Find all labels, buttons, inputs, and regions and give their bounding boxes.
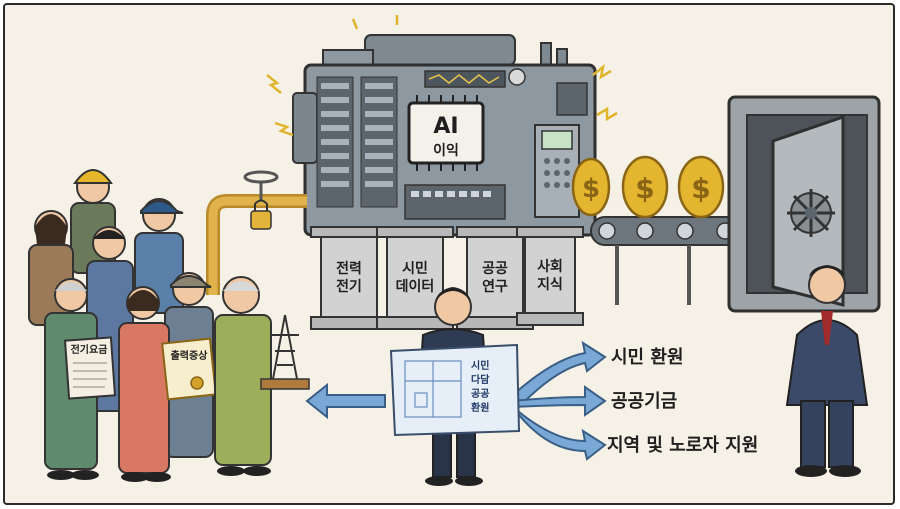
pillars: 전력 전기 시민 데이터 공공 연구 사회 지식 [310, 226, 584, 330]
seal-icon [190, 376, 204, 390]
arrow-labels: 시민 환원 공공기금 지역 및 노로자 지원 [607, 346, 758, 456]
old-man-tower [214, 276, 272, 476]
pillar-label: 연구 [482, 279, 508, 295]
blueprint-line: 공공 [471, 388, 489, 400]
bank-vault [727, 95, 881, 313]
svg-text:$: $ [582, 174, 600, 204]
pillar-label: 지식 [537, 277, 563, 293]
dollar-coin-icon: $ [571, 157, 611, 217]
pillar-public-research: 공공 연구 [456, 226, 534, 330]
power-tower-icon [260, 314, 310, 390]
svg-text:$: $ [691, 172, 710, 205]
pillar-label: 사회 [537, 259, 563, 275]
valve-pipe [206, 170, 307, 295]
lock-icon [250, 210, 272, 230]
pillar-label: 전기 [336, 278, 362, 295]
illustration: AI 이익 [28, 15, 881, 486]
arrows [305, 340, 607, 461]
arrow-up-right-icon [511, 340, 607, 405]
arrow-label-public-fund: 공공기금 [611, 391, 677, 412]
pillar-label: 시민 [402, 260, 428, 277]
blueprint-line: 환원 [471, 401, 489, 414]
pillar-citizen-data: 시민 데이터 [376, 226, 454, 330]
blueprint: 시민 다담 공공 환원 [389, 343, 521, 437]
blueprint-line: 다담 [471, 373, 490, 386]
pillar-label: 전력 [336, 260, 362, 277]
sign-text-electricity: 전기요금 [71, 343, 108, 356]
chip-subtitle: 이익 [433, 142, 459, 159]
center-official: 시민 다담 공공 환원 [389, 287, 521, 486]
certificate-sign: 출력증상 [161, 337, 217, 401]
woman-glasses [118, 286, 171, 482]
arrow-label-citizen: 시민 환원 [611, 346, 684, 368]
arrow-label-regional-support: 지역 및 노로자 지원 [607, 435, 758, 456]
illustration-frame: AI 이익 [3, 3, 895, 505]
spark-marks [266, 15, 618, 137]
pillar-label: 데이터 [396, 278, 435, 295]
sign-text-certificate: 출력증상 [171, 349, 209, 362]
blueprint-line: 시민 [471, 359, 489, 372]
arrow-left-icon [305, 382, 386, 420]
pillar-label: 공공 [482, 261, 508, 277]
arrow-right-icon [512, 385, 607, 417]
citizen-crowd: 전기요금 출력증상 [28, 169, 310, 482]
arrow-down-right-icon [512, 406, 607, 461]
pillar-power: 전력 전기 [310, 226, 388, 330]
chip-title: AI [433, 114, 458, 139]
protest-sign-electricity: 전기요금 [63, 336, 117, 400]
svg-text:$: $ [635, 172, 654, 205]
dollar-coin-icon: $ [677, 155, 725, 219]
dollar-coin-icon: $ [621, 155, 669, 219]
ai-chip [407, 101, 485, 165]
pillar-social-knowledge: 사회 지식 [516, 226, 584, 326]
businessman [785, 265, 869, 477]
ai-machine: AI 이익 [266, 15, 618, 237]
